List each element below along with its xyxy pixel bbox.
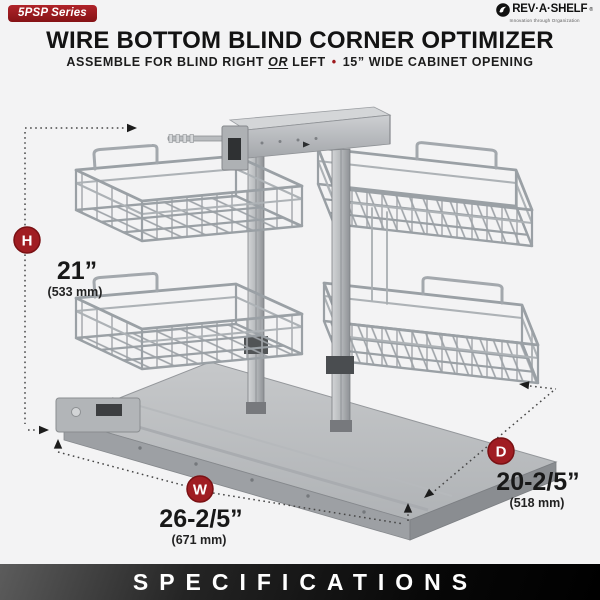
width-value: 26-2/5” xyxy=(159,505,242,533)
width-metric: (671 mm) xyxy=(172,533,227,547)
depth-arrow-top xyxy=(519,381,530,390)
width-badge xyxy=(186,475,214,503)
subtitle-post: 15” WIDE CABINET OPENING xyxy=(342,55,534,69)
depth-metric: (518 mm) xyxy=(510,496,565,510)
depth-badge xyxy=(487,437,515,465)
height-arrow-top xyxy=(127,123,137,133)
wire-basket-upper-left xyxy=(74,143,304,243)
height-arrow-bottom xyxy=(39,425,49,435)
wire-basket-lower-left xyxy=(74,271,304,371)
width-badge-letter: W xyxy=(193,482,208,499)
rail-bracket xyxy=(221,125,249,171)
base-rivets xyxy=(138,446,366,514)
registered-mark: ® xyxy=(589,6,593,13)
width-arrow-right xyxy=(403,503,413,513)
subtitle-bullet: • xyxy=(331,55,337,69)
rail-screws xyxy=(260,137,318,145)
series-badge: 5PSP Series xyxy=(8,5,97,22)
brand-name: REV·A·SHELF xyxy=(512,3,588,16)
rod-ribs xyxy=(168,134,194,143)
width-dimension: W 26-2/5” (671 mm) xyxy=(53,439,413,547)
subtitle-pre: ASSEMBLE FOR BLIND RIGHT xyxy=(66,55,265,69)
wire-basket-upper-right xyxy=(316,141,534,248)
height-metric: (533 mm) xyxy=(48,285,103,299)
wire-basket-lower-right xyxy=(322,276,540,385)
depth-arrow-bottom xyxy=(424,488,435,498)
top-slide-rail xyxy=(167,106,392,171)
specifications-banner: SPECIFICATIONS xyxy=(0,564,600,600)
subtitle-or: OR xyxy=(268,55,289,69)
depth-value: 20-2/5” xyxy=(496,468,579,496)
height-badge-letter: H xyxy=(22,233,33,250)
page-title: WIRE BOTTOM BLIND CORNER OPTIMIZER xyxy=(46,27,554,54)
width-arrow-left xyxy=(53,439,63,449)
subtitle-mid: LEFT xyxy=(292,55,326,69)
depth-badge-letter: D xyxy=(496,444,507,461)
tier-connector-rods xyxy=(371,207,388,305)
product-illustration: H 21” (533 mm) W 26-2/5” (671 mm) D 20-2… xyxy=(13,106,580,547)
height-dimension: H 21” (533 mm) xyxy=(13,123,137,435)
brand-logo-icon xyxy=(496,3,511,17)
brand-tagline: Innovation through Organization xyxy=(509,17,580,23)
specifications-banner-text: SPECIFICATIONS xyxy=(132,568,479,595)
base-slide-platform xyxy=(55,361,558,541)
base-mount-bracket xyxy=(55,397,141,433)
height-badge xyxy=(13,226,41,254)
height-value: 21” xyxy=(57,257,97,285)
brand-logo: REV·A·SHELF ® Innovation through Organiz… xyxy=(496,3,593,23)
depth-dimension: D 20-2/5” (518 mm) xyxy=(424,381,580,510)
